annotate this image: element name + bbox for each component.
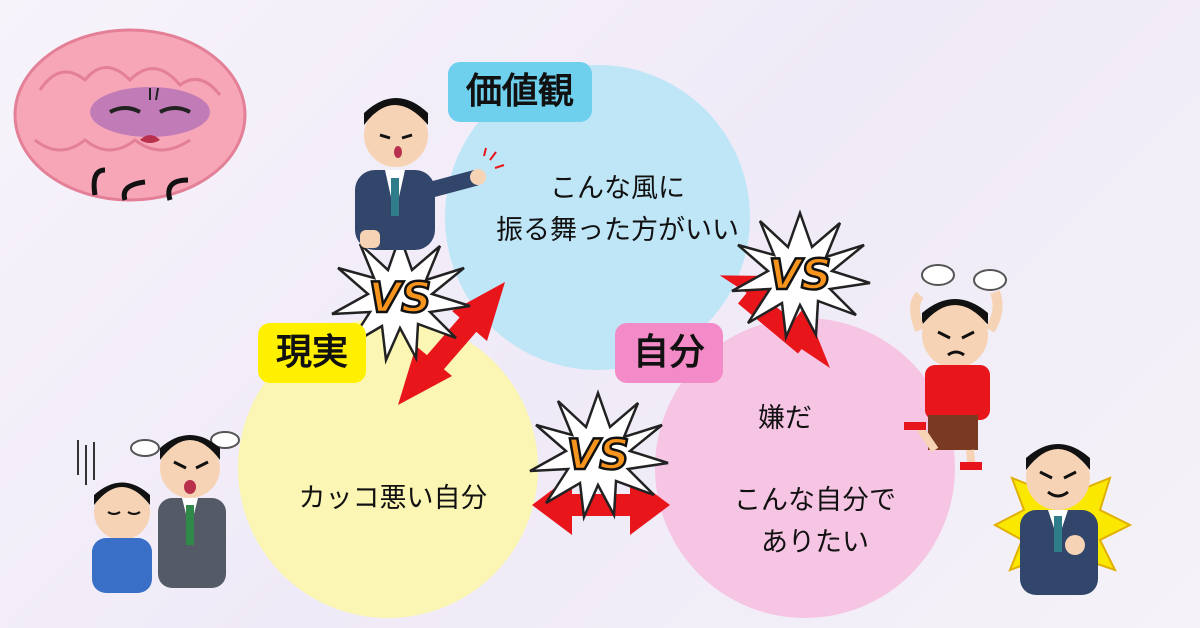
reality-label: 現実: [258, 323, 367, 383]
svg-text:VS: VS: [567, 430, 630, 479]
self-label: 自分: [615, 323, 724, 383]
vs-badge-top-right: VS: [730, 211, 872, 339]
self-text-block: こんな自分で ありたい: [680, 480, 950, 564]
angry-boy-icon: [904, 264, 1007, 471]
self-text-line1: 嫌だ: [758, 403, 812, 434]
vs-badge-bottom: VS: [528, 391, 670, 519]
values-label: 価値観: [448, 62, 593, 122]
values-text-line1: こんな風に: [550, 173, 685, 204]
self-text-line2: こんな自分で: [734, 485, 896, 516]
values-text-line2: 振る舞った方がいい: [496, 215, 739, 246]
arrow-values-reality: [398, 282, 505, 405]
scolding-boss-icon: [130, 431, 240, 588]
tired-brain-icon: [13, 28, 247, 202]
svg-text:VS: VS: [369, 273, 432, 322]
scolded-boy-icon: [77, 440, 152, 593]
svg-text:VS: VS: [769, 250, 832, 299]
pointing-businessman-icon: [355, 98, 505, 250]
values-text: こんな風に 振る舞った方がいい: [445, 168, 790, 252]
self-text-line3: ありたい: [761, 527, 869, 558]
vs-badge-top-left: VS: [330, 234, 472, 362]
proud-businessman-icon: [992, 444, 1133, 595]
reality-text: カッコ悪い自分: [298, 483, 488, 514]
